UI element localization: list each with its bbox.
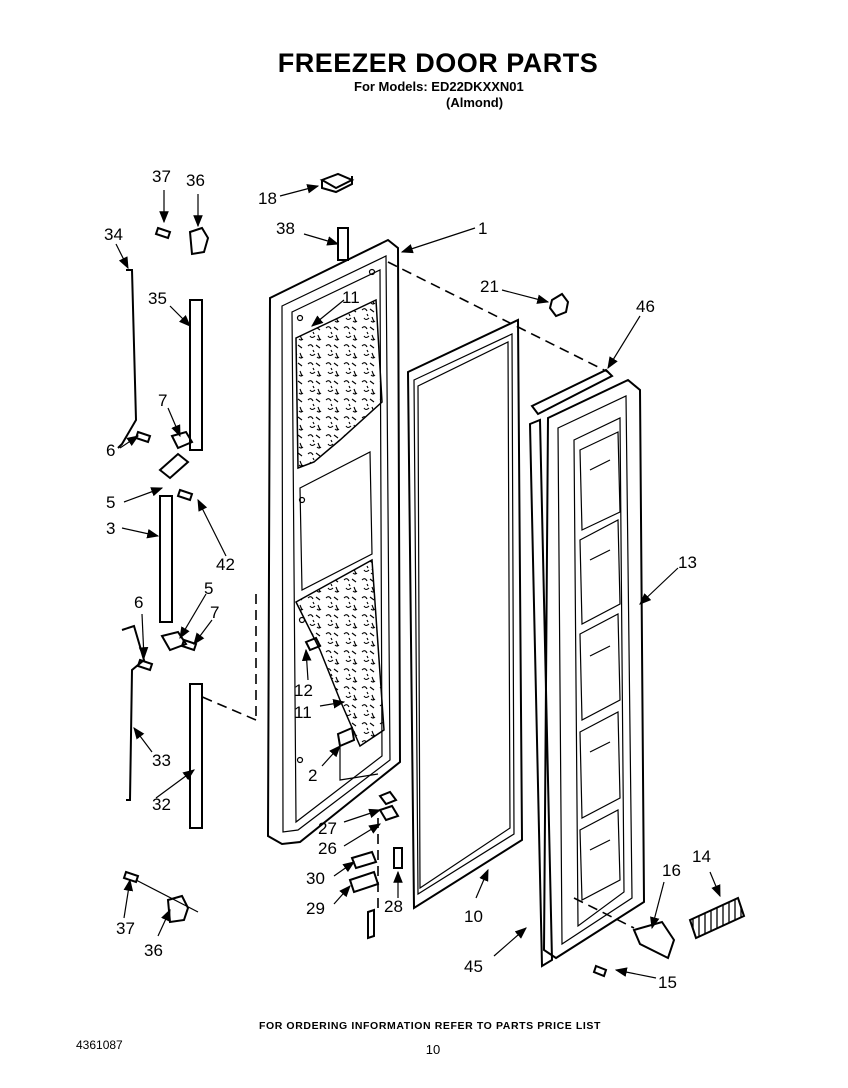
door-gasket: [406, 318, 524, 910]
callout-7: 7: [158, 391, 167, 410]
inner-door-liner: [542, 378, 646, 960]
callout-33: 33: [152, 751, 171, 770]
models-line: For Models: ED22DKXXN01: [354, 79, 524, 94]
callout-45: 45: [464, 957, 483, 976]
bottom-hinge-parts: [348, 790, 403, 940]
callout-46: 46: [636, 297, 655, 316]
color-line: (Almond): [446, 95, 504, 110]
callout-11: 11: [342, 288, 360, 307]
grille-14: [688, 896, 746, 940]
page-number: 10: [425, 1042, 441, 1057]
callout-26: 26: [318, 839, 337, 858]
leader-lines: [115, 184, 721, 979]
callout-36: 36: [144, 941, 163, 960]
callout-2: 2: [308, 766, 317, 785]
callout-28: 28: [384, 897, 403, 916]
callout-15: 15: [658, 973, 677, 992]
alignment-line: [573, 897, 635, 929]
bracket-16: [632, 920, 676, 960]
page-title: FREEZER DOOR PARTS: [277, 48, 599, 78]
side-trim-45: [528, 418, 554, 968]
outer-door-panel: [266, 238, 402, 846]
callout-38: 38: [276, 219, 295, 238]
top-trim-46: [530, 368, 614, 416]
callout-42: 42: [216, 555, 235, 574]
callout-27: 27: [318, 819, 337, 838]
callout-7: 7: [210, 603, 219, 622]
hinge-pin-38: [337, 227, 349, 261]
callout-16: 16: [662, 861, 681, 880]
callout-6: 6: [134, 593, 143, 612]
callout-21: 21: [480, 277, 499, 296]
callout-6: 6: [106, 441, 115, 460]
callout-14: 14: [692, 847, 711, 866]
callout-5: 5: [204, 579, 213, 598]
callout-10: 10: [464, 907, 483, 926]
callout-35: 35: [148, 289, 167, 308]
callout-11: 11: [294, 703, 312, 722]
document-number: 4361087: [76, 1038, 123, 1052]
callout-5: 5: [106, 493, 115, 512]
screw-15: [592, 964, 608, 978]
callout-12: 12: [294, 681, 313, 700]
callout-29: 29: [306, 899, 325, 918]
callout-3: 3: [106, 519, 115, 538]
callout-37: 37: [152, 167, 171, 186]
alignment-line: [199, 594, 257, 721]
plug-21: [548, 292, 570, 318]
callout-37: 37: [116, 919, 135, 938]
left-hardware: [117, 226, 210, 924]
ordering-note: FOR ORDERING INFORMATION REFER TO PARTS …: [258, 1020, 602, 1032]
callout-36: 36: [186, 171, 205, 190]
alignment-line: [387, 261, 609, 373]
callout-labels: 1 2 3 5 5 6 6 7 7 10 11 11 12 13 14 15 1…: [104, 167, 711, 992]
hinge-cap-18: [319, 172, 355, 194]
callout-18: 18: [258, 189, 277, 208]
callout-1: 1: [478, 219, 487, 238]
callout-30: 30: [306, 869, 325, 888]
callout-32: 32: [152, 795, 171, 814]
callout-34: 34: [104, 225, 123, 244]
callout-13: 13: [678, 553, 697, 572]
